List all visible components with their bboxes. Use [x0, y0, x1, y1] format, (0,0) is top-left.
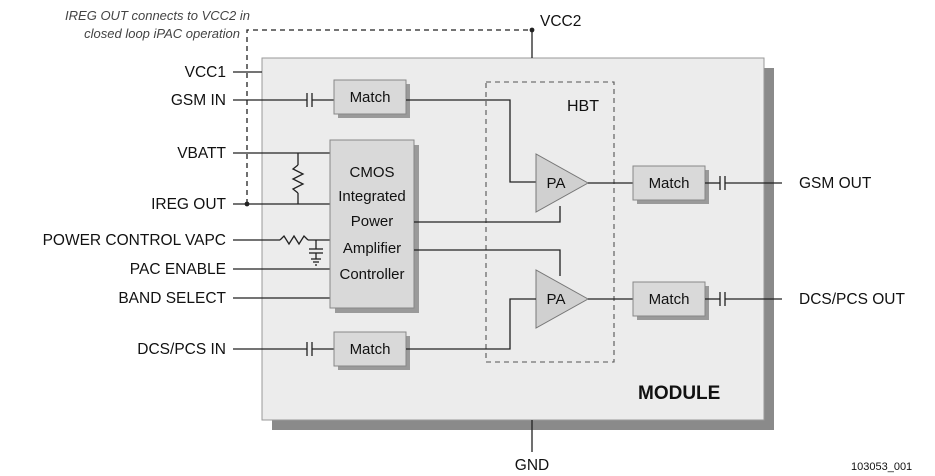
- controller-line-2: Integrated: [338, 188, 406, 205]
- dcs-pcs-out-label: DCS/PCS OUT: [799, 291, 905, 308]
- controller-line-4: Amplifier: [343, 240, 401, 257]
- vapc-resistor: [279, 234, 309, 246]
- figure-id: 103053_001: [851, 461, 912, 473]
- match-dcs-in-label: Match: [350, 341, 391, 358]
- pa-bottom-label: PA: [547, 291, 566, 308]
- ireg-out-label: IREG OUT: [151, 196, 226, 213]
- hbt-label: HBT: [567, 98, 599, 115]
- controller-block: [329, 139, 415, 309]
- gsm-in-label: GSM IN: [171, 92, 226, 109]
- gnd-label: GND: [515, 457, 549, 474]
- controller-to-pa-bottom-wire: [414, 249, 561, 276]
- gsm-in-to-pa-wire: [406, 99, 536, 183]
- match-dcs-in-block: [333, 331, 407, 367]
- gsm-out-label: GSM OUT: [799, 175, 872, 192]
- dcs-in-to-pa-wire: [406, 298, 536, 350]
- match-dcs-out-label: Match: [649, 291, 690, 308]
- pac-enable-label: PAC ENABLE: [130, 261, 226, 278]
- band-select-label: BAND SELECT: [118, 290, 226, 307]
- match-gsm-in-block: [333, 79, 407, 115]
- match-gsm-out-block: [632, 165, 706, 201]
- module-label: MODULE: [638, 383, 720, 404]
- vcc1-label: VCC1: [185, 64, 226, 81]
- dcs-pcs-in-label: DCS/PCS IN: [137, 341, 226, 358]
- match-gsm-out-label: Match: [649, 175, 690, 192]
- pa-top-label: PA: [547, 175, 566, 192]
- vcc2-label: VCC2: [540, 13, 581, 30]
- vcc2-node: [529, 27, 535, 33]
- controller-line-3: Power: [351, 213, 394, 230]
- pa-top-triangle: [535, 153, 590, 213]
- controller-line-5: Controller: [339, 266, 404, 283]
- power-control-vapc-label: POWER CONTROL VAPC: [43, 232, 226, 249]
- match-dcs-out-block: [632, 281, 706, 317]
- ireg-out-node: [244, 201, 250, 207]
- ireg-vcc2-dashed-link: [246, 29, 532, 204]
- match-gsm-in-label: Match: [350, 89, 391, 106]
- vbatt-label: VBATT: [177, 145, 226, 162]
- controller-to-pa-top-wire: [414, 206, 561, 223]
- note-line-1: IREG OUT connects to VCC2 in: [65, 8, 250, 23]
- vbatt-resistor: [291, 164, 305, 194]
- controller-line-1: CMOS: [350, 164, 395, 181]
- note-line-2: closed loop iPAC operation: [84, 26, 240, 41]
